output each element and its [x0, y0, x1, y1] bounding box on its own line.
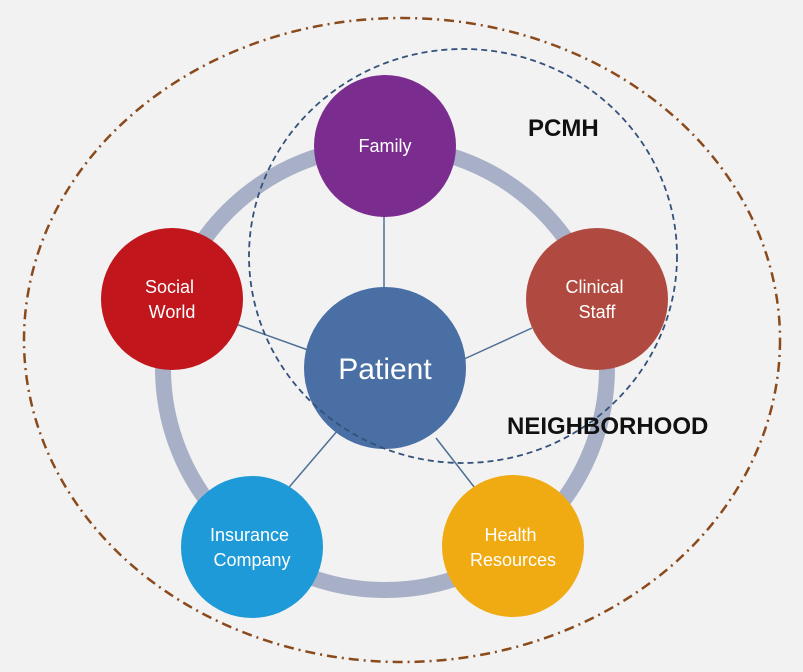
node-social-world-label: Social World — [145, 277, 199, 322]
pcmh-boundary — [248, 48, 678, 464]
neighborhood-boundary — [22, 16, 782, 664]
node-health-resources-label: Health Resources — [470, 525, 556, 570]
spokes — [229, 210, 533, 493]
neighborhood-label: NEIGHBORHOOD — [507, 413, 708, 440]
node-family — [314, 75, 456, 217]
node-clinical-staff — [526, 228, 668, 370]
node-family-label: Family — [359, 136, 412, 156]
node-insurance-company-label: Insurance Company — [210, 525, 294, 570]
spoke-social-world — [229, 321, 309, 351]
pcmh-label: PCMH — [528, 115, 599, 142]
spoke-insurance-company — [284, 429, 339, 493]
spoke-clinical-staff — [461, 327, 533, 361]
node-health-resources — [442, 475, 584, 617]
node-social-world — [101, 228, 243, 370]
node-insurance-company — [181, 476, 323, 618]
node-patient — [304, 287, 466, 449]
spoke-health-resources — [435, 437, 479, 493]
node-patient-label: Patient — [338, 353, 432, 386]
node-clinical-staff-label: Clinical Staff — [565, 277, 628, 322]
